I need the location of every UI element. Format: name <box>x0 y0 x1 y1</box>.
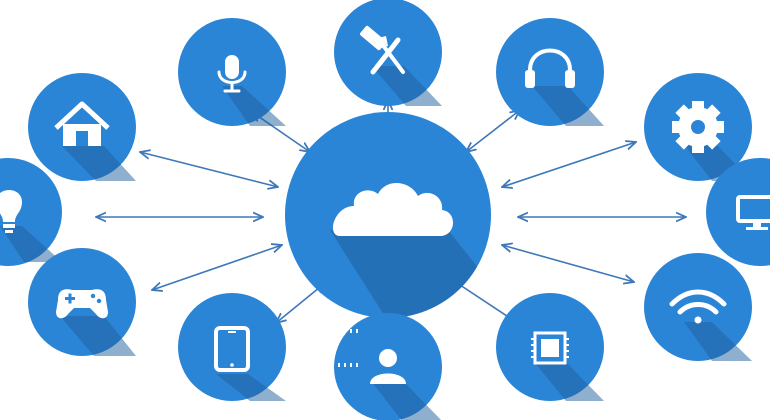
cloud-hub <box>285 112 491 318</box>
monitor-icon <box>736 195 770 230</box>
node-chip <box>338 293 604 401</box>
home-icon <box>54 101 110 146</box>
node-lightbulb <box>0 158 62 266</box>
hammer-screwdriver-icon <box>360 25 405 75</box>
arrow-hub-wifi <box>502 245 634 282</box>
chip-icon <box>338 329 569 367</box>
wifi-icon <box>669 289 727 324</box>
node-monitor <box>706 158 770 266</box>
node-tablet <box>178 293 286 401</box>
cloud-icon <box>332 182 454 236</box>
arrow-hub-home <box>140 152 278 187</box>
node-headphones <box>496 18 604 126</box>
arrow-hub-headphones <box>466 110 520 152</box>
microphone-icon <box>217 55 247 93</box>
node-microphone <box>178 18 286 126</box>
tablet-icon <box>214 326 250 372</box>
gamepad-icon <box>56 289 108 319</box>
node-home <box>28 73 136 181</box>
node-wifi <box>644 253 752 361</box>
gear-icon <box>672 101 724 153</box>
node-tools <box>334 0 442 106</box>
lightbulb-icon <box>0 190 22 233</box>
arrow-hub-settings <box>502 142 636 187</box>
headphones-icon <box>525 48 575 88</box>
user-icon <box>370 349 406 384</box>
arrow-hub-tablet <box>276 283 325 323</box>
node-user <box>334 313 442 420</box>
arrow-hub-gamepad <box>152 245 282 290</box>
node-gamepad <box>28 248 136 356</box>
